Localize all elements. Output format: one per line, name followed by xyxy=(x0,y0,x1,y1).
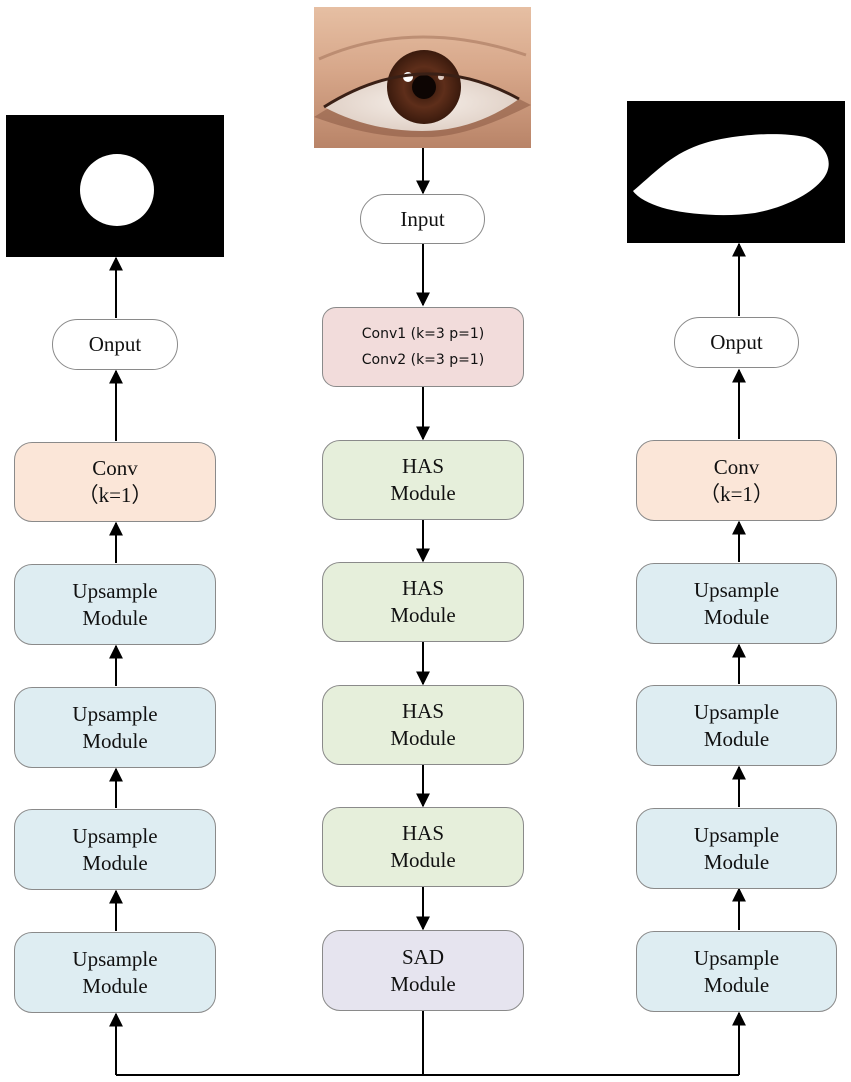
left-conv-title: Conv xyxy=(92,456,138,480)
upsample-subtitle: Module xyxy=(82,973,148,998)
upsample-title: Upsample xyxy=(693,577,780,602)
right-conv-title: Conv xyxy=(713,454,760,479)
upsample-title: Upsample xyxy=(693,822,780,847)
right-conv-param: （k=1） xyxy=(699,481,774,506)
upsample-title: Upsample xyxy=(72,823,158,848)
has-module-1: HAS Module xyxy=(322,440,524,520)
has-module-title: HAS xyxy=(401,821,444,845)
has-module-2: HAS Module xyxy=(322,562,524,642)
left-output-node: Onput xyxy=(52,319,178,370)
sclera-mask-shape xyxy=(633,134,829,216)
conv1-conv2-block: Conv1 (k=3 p=1) Conv2 (k=3 p=1) xyxy=(322,307,524,387)
upsample-title: Upsample xyxy=(693,699,780,724)
right-output-label: Onput xyxy=(710,330,763,354)
upsample-subtitle: Module xyxy=(703,849,770,874)
has-module-subtitle: Module xyxy=(390,726,456,750)
upsample-subtitle: Module xyxy=(703,972,770,997)
input-label: Input xyxy=(400,206,445,231)
has-module-title: HAS xyxy=(401,576,444,600)
right-upsample-module-1: Upsample Module xyxy=(636,563,837,644)
has-module-4: HAS Module xyxy=(322,807,524,887)
right-upsample-module-3: Upsample Module xyxy=(636,808,837,889)
has-module-title: HAS xyxy=(401,454,444,478)
upsample-subtitle: Module xyxy=(703,726,770,751)
upsample-subtitle: Module xyxy=(703,604,770,629)
has-module-3: HAS Module xyxy=(322,685,524,765)
sad-module: SAD Module xyxy=(322,930,524,1011)
right-upsample-module-2: Upsample Module xyxy=(636,685,837,766)
has-module-subtitle: Module xyxy=(390,848,456,872)
input-node: Input xyxy=(360,194,485,244)
split-line xyxy=(116,1011,424,1076)
sclera-mask-output xyxy=(627,101,845,243)
upsample-title: Upsample xyxy=(72,578,158,603)
sad-module-subtitle: Module xyxy=(390,971,456,996)
upsample-subtitle: Module xyxy=(82,605,148,630)
upsample-title: Upsample xyxy=(72,701,158,726)
right-upsample-module-4: Upsample Module xyxy=(636,931,837,1012)
upsample-title: Upsample xyxy=(72,946,158,971)
left-upsample-module-1: Upsample Module xyxy=(14,564,216,645)
upsample-subtitle: Module xyxy=(82,728,148,753)
left-upsample-module-3: Upsample Module xyxy=(14,809,216,890)
iris-mask-shape xyxy=(80,154,154,226)
conv1-label: Conv1 (k=3 p=1) xyxy=(361,326,485,342)
left-output-label: Onput xyxy=(88,332,142,356)
has-module-title: HAS xyxy=(401,699,444,723)
eye-photo xyxy=(314,7,531,148)
sad-module-title: SAD xyxy=(401,944,444,969)
has-module-subtitle: Module xyxy=(390,481,456,505)
left-upsample-module-2: Upsample Module xyxy=(14,687,216,768)
right-conv-block: Conv （k=1） xyxy=(636,440,837,521)
left-upsample-module-4: Upsample Module xyxy=(14,932,216,1013)
has-module-subtitle: Module xyxy=(390,603,456,627)
left-conv-param: （k=1） xyxy=(77,483,153,507)
upsample-title: Upsample xyxy=(693,945,780,970)
conv2-label: Conv2 (k=3 p=1) xyxy=(361,352,485,368)
iris-mask-output xyxy=(6,115,224,257)
left-conv-block: Conv （k=1） xyxy=(14,442,216,522)
upsample-subtitle: Module xyxy=(82,850,148,875)
right-output-node: Onput xyxy=(674,317,799,368)
